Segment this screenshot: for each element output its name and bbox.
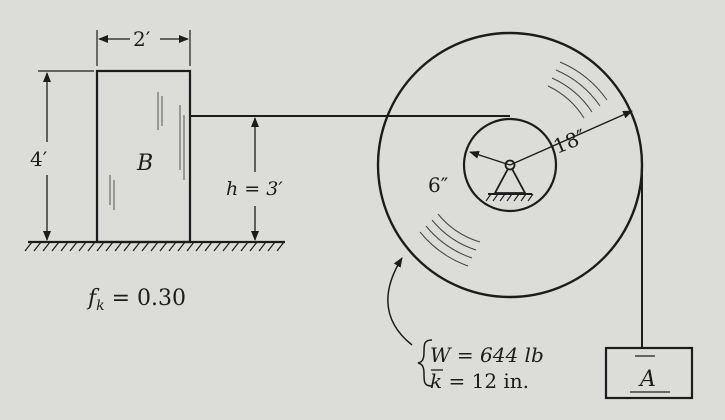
ground-hatch-line — [105, 241, 114, 252]
ground-hatch-line — [123, 241, 132, 252]
outer-radius-label: 18″ — [550, 124, 590, 159]
ground-hatch-line — [177, 241, 186, 252]
ground-hatch-line — [159, 241, 168, 252]
ground-hatch-line — [87, 241, 96, 252]
h-label: h = 3′ — [226, 178, 283, 200]
ground-hatch-line — [204, 241, 213, 252]
ground-hatch-line — [78, 241, 87, 252]
wheel-leader-arrow — [387, 257, 413, 346]
ground-hatch-line — [150, 241, 159, 252]
ground-hatch-line — [114, 241, 123, 252]
ground-hatch-line — [213, 241, 222, 252]
pin-support — [485, 163, 534, 202]
ground-hatch-line — [249, 241, 258, 252]
width-label: 2′ — [133, 27, 151, 51]
ground-hatch-line — [69, 241, 78, 252]
width-dimension — [96, 30, 191, 66]
ground-hatch-line — [60, 241, 69, 252]
ground-hatch-line — [258, 241, 267, 252]
ground-hatch-line — [132, 241, 141, 252]
ground-left — [24, 240, 285, 252]
inner-drum — [462, 117, 558, 213]
ground-hatch-line — [231, 241, 240, 252]
property-brace — [417, 339, 433, 387]
friction-label: fk = 0.30 — [86, 286, 186, 314]
ground-hatch-line — [42, 241, 51, 252]
ground-hatch-line — [141, 241, 150, 252]
ground-hatch-line — [168, 241, 177, 252]
height-label: 4′ — [30, 147, 48, 171]
ground-hatch-line — [276, 241, 285, 252]
inner-radius-label: 6″ — [428, 173, 448, 197]
block-b-shading — [109, 92, 185, 210]
ground-hatch-line — [186, 241, 195, 252]
height-dimension — [38, 70, 94, 241]
block-b-label: B — [136, 151, 153, 176]
ground-hatch-line — [240, 241, 249, 252]
outer-radius-arrow — [509, 110, 633, 166]
ground-hatch-line — [267, 241, 276, 252]
ground-hatch-line — [51, 241, 60, 252]
ground-hatch-line — [24, 241, 33, 252]
gyration-label: k = 12 in. — [430, 369, 529, 393]
weight-label: W = 644 lb — [430, 343, 544, 367]
block-a-label: A — [638, 367, 656, 392]
ground-hatch-line — [195, 241, 204, 252]
ground-hatch-line — [33, 241, 42, 252]
wheel-shading — [419, 61, 608, 267]
ground-hatch-line — [96, 241, 105, 252]
block-b — [95, 69, 192, 244]
ground-hatch-line — [222, 241, 231, 252]
block-a — [604, 346, 694, 400]
inner-radius-arrow — [469, 150, 511, 166]
